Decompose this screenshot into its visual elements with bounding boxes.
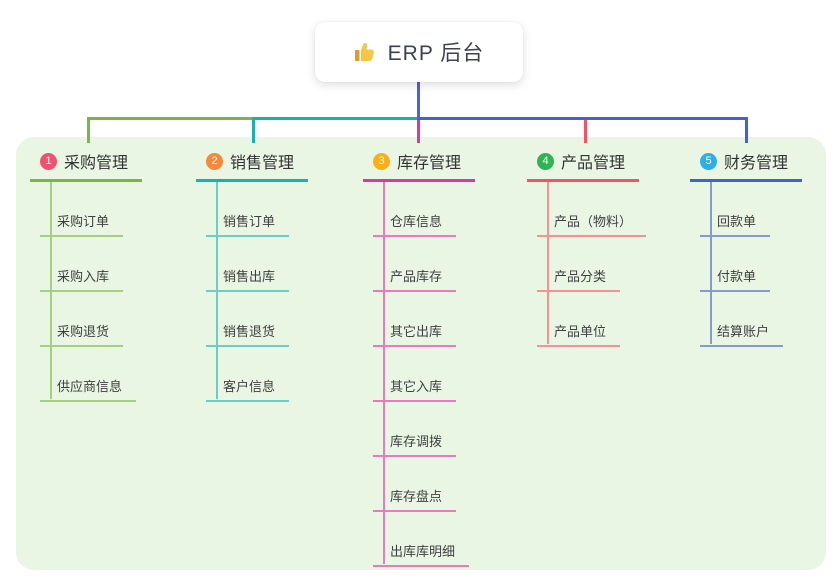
connector-branch1-horizontal bbox=[87, 117, 253, 120]
child-node[interactable]: 销售退货 bbox=[206, 292, 290, 347]
connector-branch3-vertical bbox=[417, 120, 420, 143]
connector-branch5-horizontal bbox=[417, 117, 748, 120]
child-node[interactable]: 仓库信息 bbox=[373, 182, 457, 237]
child-node[interactable]: 供应商信息 bbox=[40, 347, 137, 402]
children-connector-line bbox=[50, 182, 52, 399]
child-node[interactable]: 采购退货 bbox=[40, 292, 124, 347]
branch-children: 回款单 付款单 结算账户 bbox=[700, 182, 839, 347]
child-node[interactable]: 销售出库 bbox=[206, 237, 290, 292]
connector-root-vertical bbox=[417, 82, 420, 117]
branch-children: 采购订单 采购入库 采购退货 供应商信息 bbox=[40, 182, 200, 402]
root-node[interactable]: ERP 后台 bbox=[315, 22, 523, 82]
branch-title-sales[interactable]: 2 销售管理 bbox=[196, 147, 309, 182]
connector-branch5-vertical bbox=[745, 117, 748, 143]
badge-number: 1 bbox=[40, 152, 57, 170]
branch-inventory: 3 库存管理 仓库信息 产品库存 其它出库 其它入库 库存调拨 库存盘点 出库库… bbox=[363, 147, 533, 567]
branch-children: 销售订单 销售出库 销售退货 客户信息 bbox=[206, 182, 366, 402]
branch-children: 仓库信息 产品库存 其它出库 其它入库 库存调拨 库存盘点 出库库明细 bbox=[373, 182, 533, 567]
branch-product: 4 产品管理 产品（物料） 产品分类 产品单位 bbox=[527, 147, 697, 347]
child-node[interactable]: 销售订单 bbox=[206, 182, 290, 237]
connector-branch2-vertical bbox=[252, 117, 255, 143]
connector-branch4-vertical bbox=[584, 120, 587, 143]
connector-branch2-horizontal bbox=[252, 117, 418, 120]
badge-number: 4 bbox=[537, 152, 554, 170]
branch-title-label: 销售管理 bbox=[230, 155, 295, 172]
child-node[interactable]: 回款单 bbox=[700, 182, 771, 237]
branch-title-product[interactable]: 4 产品管理 bbox=[527, 147, 640, 182]
child-node[interactable]: 结算账户 bbox=[700, 292, 784, 347]
branch-title-label: 库存管理 bbox=[397, 155, 462, 172]
children-connector-line bbox=[710, 182, 712, 344]
child-node[interactable]: 产品单位 bbox=[537, 292, 621, 347]
badge-number: 5 bbox=[700, 152, 717, 170]
children-connector-line bbox=[383, 182, 385, 564]
child-node[interactable]: 其它出库 bbox=[373, 292, 457, 347]
branch-title-label: 采购管理 bbox=[64, 155, 129, 172]
branch-sales: 2 销售管理 销售订单 销售出库 销售退货 客户信息 bbox=[196, 147, 366, 402]
children-connector-line bbox=[547, 182, 549, 344]
child-node[interactable]: 出库库明细 bbox=[373, 512, 470, 567]
connector-branch1-vertical bbox=[87, 117, 90, 143]
branch-purchase: 1 采购管理 采购订单 采购入库 采购退货 供应商信息 bbox=[30, 147, 200, 402]
root-node-label: ERP 后台 bbox=[387, 42, 485, 65]
branch-title-inventory[interactable]: 3 库存管理 bbox=[363, 147, 476, 182]
badge-number: 3 bbox=[373, 152, 390, 170]
child-node[interactable]: 采购订单 bbox=[40, 182, 124, 237]
child-node[interactable]: 采购入库 bbox=[40, 237, 124, 292]
child-node[interactable]: 产品库存 bbox=[373, 237, 457, 292]
child-node[interactable]: 产品分类 bbox=[537, 237, 621, 292]
children-connector-line bbox=[216, 182, 218, 399]
branch-title-finance[interactable]: 5 财务管理 bbox=[690, 147, 803, 182]
child-node[interactable]: 其它入库 bbox=[373, 347, 457, 402]
branch-finance: 5 财务管理 回款单 付款单 结算账户 bbox=[690, 147, 839, 347]
thumbs-up-icon bbox=[354, 40, 378, 64]
child-node[interactable]: 库存调拨 bbox=[373, 402, 457, 457]
child-node[interactable]: 库存盘点 bbox=[373, 457, 457, 512]
branches-panel bbox=[16, 137, 826, 570]
child-node[interactable]: 客户信息 bbox=[206, 347, 290, 402]
child-node[interactable]: 产品（物料） bbox=[537, 182, 647, 237]
branch-title-purchase[interactable]: 1 采购管理 bbox=[30, 147, 143, 182]
branch-title-label: 产品管理 bbox=[561, 155, 626, 172]
branch-children: 产品（物料） 产品分类 产品单位 bbox=[537, 182, 697, 347]
badge-number: 2 bbox=[206, 152, 223, 170]
child-node[interactable]: 付款单 bbox=[700, 237, 771, 292]
branch-title-label: 财务管理 bbox=[724, 155, 789, 172]
